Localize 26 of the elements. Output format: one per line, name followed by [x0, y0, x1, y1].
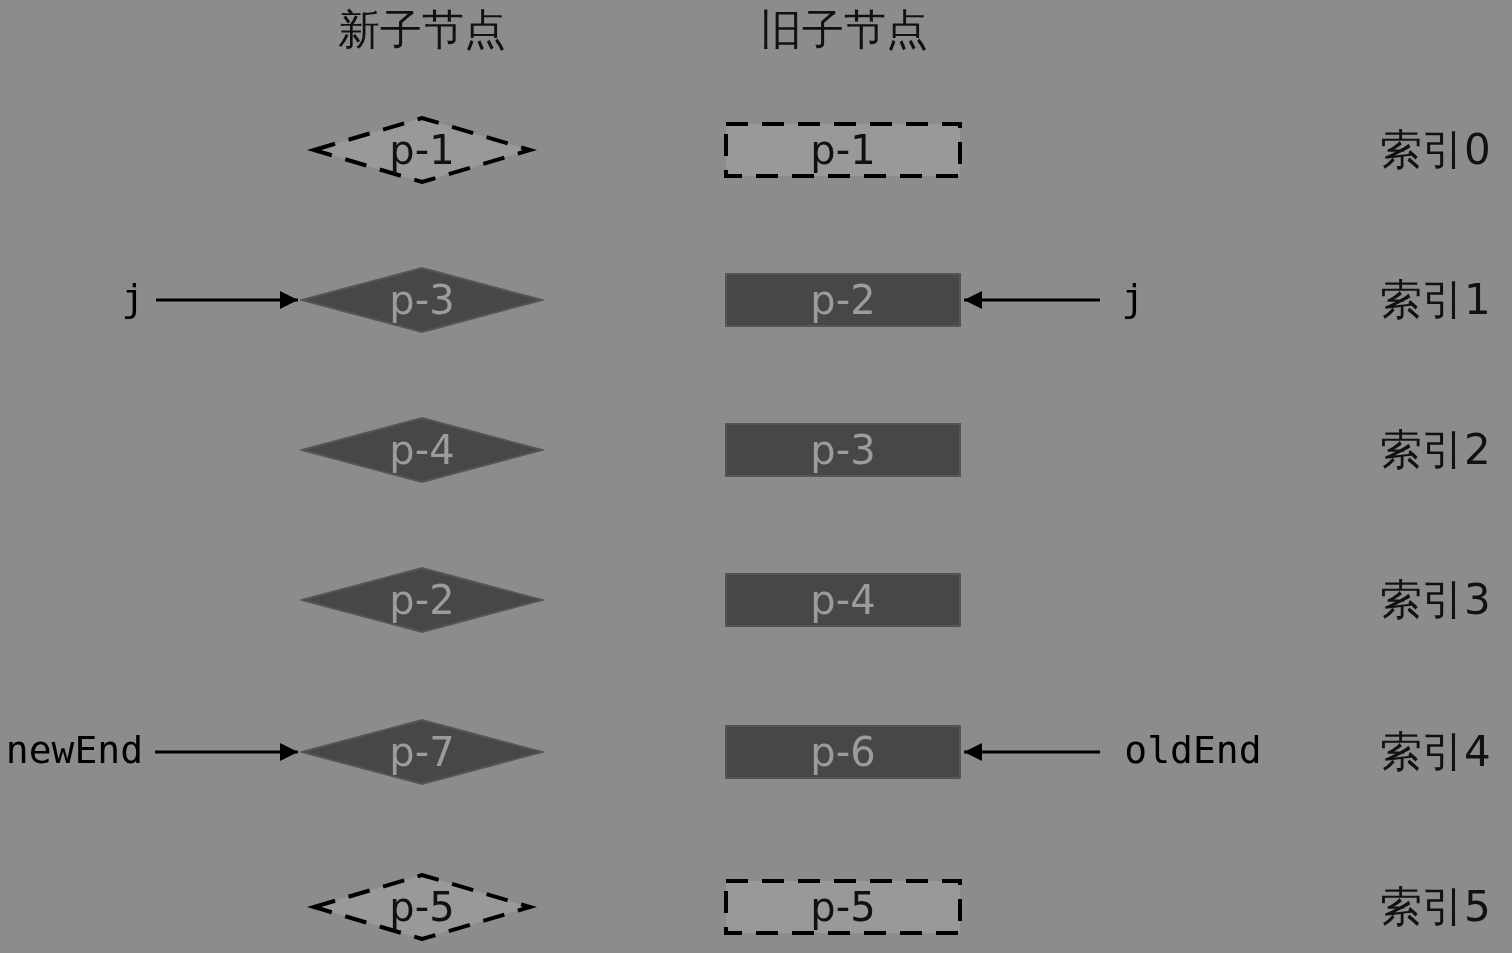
diamond-node: p-2: [300, 566, 544, 634]
index-label: 索引0: [1380, 124, 1491, 176]
pointer-label: oldEnd: [1118, 725, 1268, 775]
diamond-node: p-4: [300, 416, 544, 484]
rect-node: p-2: [724, 272, 962, 328]
arrow: [156, 291, 298, 309]
rect-node: p-3: [724, 422, 962, 478]
arrow: [964, 291, 1100, 309]
pointer-label: j: [1118, 273, 1148, 323]
arrow: [155, 743, 298, 761]
rect-node: p-4: [724, 572, 962, 628]
index-label: 索引4: [1380, 726, 1491, 778]
rect-node: p-6: [724, 724, 962, 780]
index-label: 索引1: [1380, 274, 1491, 326]
pointer-label: newEnd: [2, 725, 147, 775]
column-heading: 新子节点: [338, 4, 506, 56]
index-label: 索引5: [1380, 881, 1491, 933]
pointer-label: j: [118, 273, 148, 323]
arrow: [964, 743, 1100, 761]
column-heading: 旧子节点: [760, 4, 928, 56]
dashed-rect-node: p-1: [724, 122, 962, 178]
index-label: 索引2: [1380, 424, 1491, 476]
index-label: 索引3: [1380, 574, 1491, 626]
diamond-node: p-7: [300, 718, 544, 786]
diamond-node: p-3: [300, 266, 544, 334]
dashed-rect-node: p-5: [724, 879, 962, 935]
